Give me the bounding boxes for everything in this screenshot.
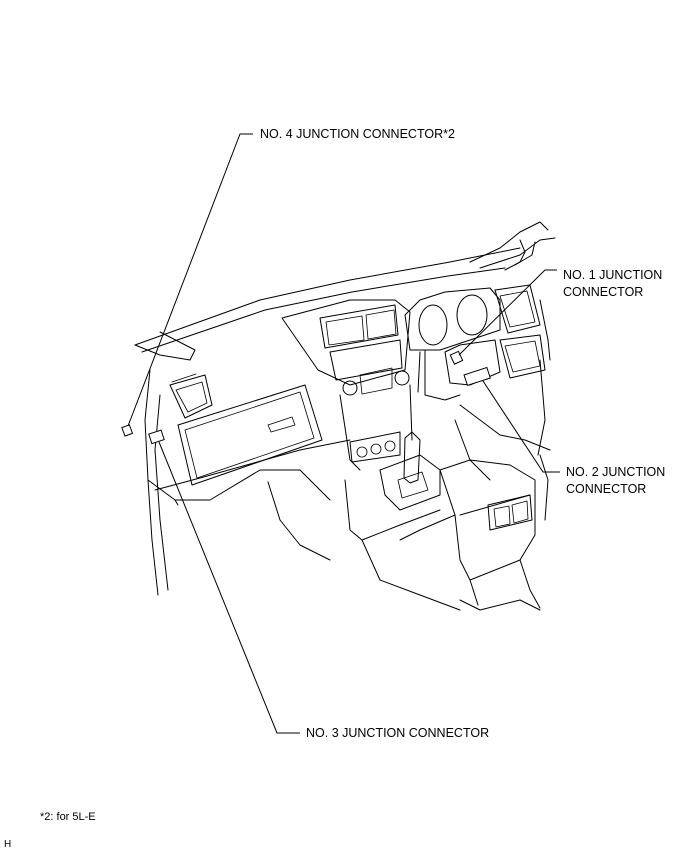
no1-junction-connector-label: NO. 1 JUNCTION CONNECTOR: [563, 267, 662, 301]
no3-junction-connector-label: NO. 3 JUNCTION CONNECTOR: [306, 726, 490, 740]
no4-junction-connector-mark: [121, 424, 134, 437]
no1-leader-line: [458, 269, 557, 356]
no2-label-line1: NO. 2 JUNCTION: [566, 465, 666, 479]
no1-label-line1: NO. 1 JUNCTION: [563, 268, 663, 282]
no3-junction-connector-mark: [148, 429, 165, 445]
no4-junction-connector-label: NO. 4 JUNCTION CONNECTOR*2: [260, 127, 455, 141]
no2-junction-connector-label: NO. 2 JUNCTION CONNECTOR: [566, 464, 665, 498]
no1-label-line2: CONNECTOR: [563, 285, 644, 299]
no3-leader-line: [158, 441, 300, 734]
no4-leader-line: [127, 133, 253, 427]
no2-junction-connector-mark: [463, 366, 491, 387]
footnote: *2: for 5L-E: [40, 811, 96, 823]
dashboard-outline: [134, 221, 556, 611]
corner-mark: H: [4, 839, 12, 850]
no2-label-line2: CONNECTOR: [566, 482, 647, 496]
no2-leader-line: [482, 380, 560, 473]
